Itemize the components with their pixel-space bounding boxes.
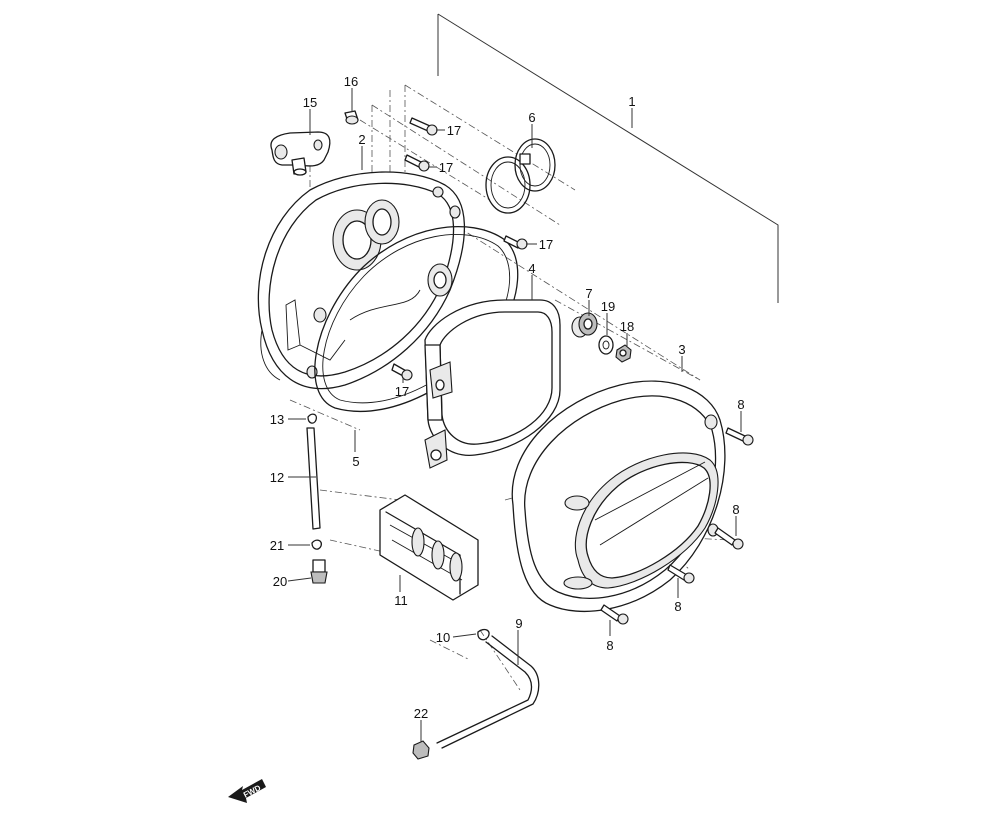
callout-8d: 8 [606, 638, 613, 653]
part-13-clip [307, 413, 318, 424]
part-2-air-cleaner-case [257, 171, 466, 390]
callout-1: 1 [628, 94, 635, 109]
part-11-duct [379, 494, 479, 601]
callout-4: 4 [528, 261, 535, 276]
part-4-filter-element [424, 299, 561, 469]
callout-8c: 8 [674, 599, 681, 614]
callout-8a: 8 [737, 397, 744, 412]
callout-17b: 17 [439, 160, 453, 175]
part-8-bolts [600, 427, 754, 625]
part-21-clip [311, 539, 322, 550]
callout-labels: 1 2 3 4 5 6 7 8 8 8 8 9 10 11 12 13 15 1… [270, 74, 745, 721]
fwd-direction-arrow: FWD [228, 779, 266, 803]
callout-17d: 17 [395, 384, 409, 399]
part-7-grommet [571, 312, 598, 338]
part-17-screws [391, 117, 528, 381]
part-18-nut [615, 344, 632, 363]
callout-2: 2 [358, 132, 365, 147]
callout-16: 16 [344, 74, 358, 89]
part-9-hose [436, 635, 540, 749]
part-3-cover [511, 380, 726, 613]
part-12-tube [306, 427, 321, 530]
callout-9: 9 [515, 616, 522, 631]
callout-5: 5 [352, 454, 359, 469]
callout-13: 13 [270, 412, 284, 427]
callout-17c: 17 [539, 237, 553, 252]
part-19-washer [598, 335, 614, 355]
callout-12: 12 [270, 470, 284, 485]
part-16-bolt [344, 110, 359, 125]
callout-3: 3 [678, 342, 685, 357]
callout-10: 10 [436, 630, 450, 645]
part-15-bracket [270, 131, 331, 176]
callout-15: 15 [303, 95, 317, 110]
callout-17a: 17 [447, 123, 461, 138]
callout-20: 20 [273, 574, 287, 589]
callout-22: 22 [414, 706, 428, 721]
callout-11: 11 [394, 593, 408, 608]
part-10-clip [477, 628, 490, 641]
part-6-ring [485, 138, 556, 214]
callout-19: 19 [601, 299, 615, 314]
callout-8b: 8 [732, 502, 739, 517]
callout-18: 18 [620, 319, 634, 334]
callout-6: 6 [528, 110, 535, 125]
callout-7: 7 [585, 286, 592, 301]
assembly-bracket-1 [437, 13, 779, 303]
part-22-cap [412, 740, 430, 760]
callout-21: 21 [270, 538, 284, 553]
callout-leaders [287, 88, 742, 742]
part-20-plug [310, 559, 328, 584]
